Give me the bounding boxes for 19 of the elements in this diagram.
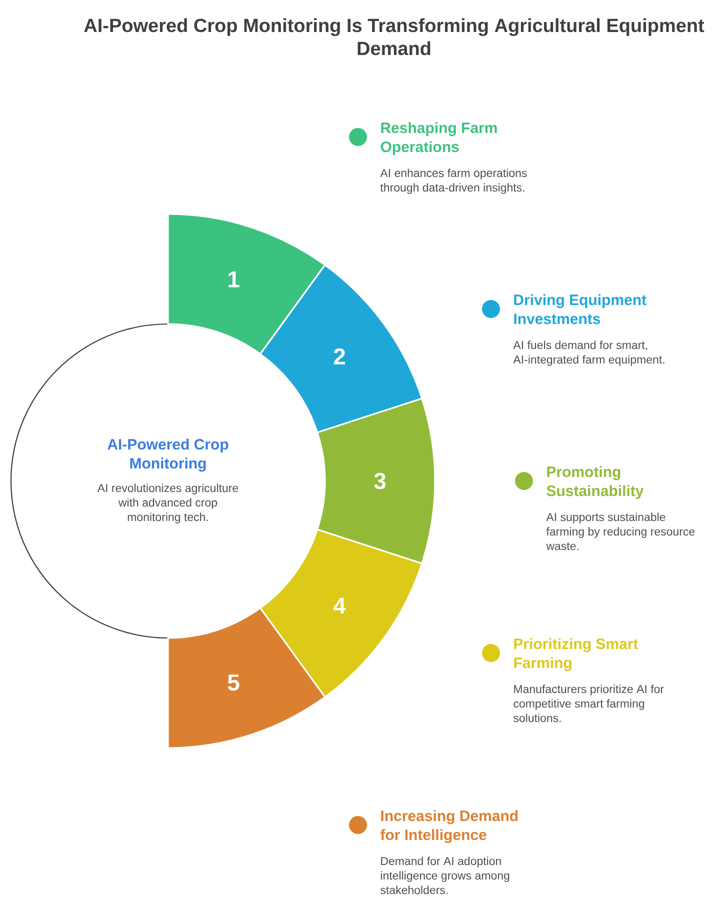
description: AI fuels demand for smart, AI-integrated farm equipment.: [513, 340, 664, 366]
ring-segment: 3: [316, 398, 436, 564]
ring-segment: 4: [259, 528, 423, 698]
heading: Increasing Demand for Intelligence: [380, 810, 518, 844]
description: AI revolutionizes agriculture with advanced crop monitoring tech.: [97, 484, 238, 524]
heading: Promoting Sustainability: [546, 466, 644, 500]
heading: Prioritizing Smart Farming: [514, 638, 638, 672]
description: AI supports sustainable farming by reducing resource waste.: [546, 512, 695, 550]
description: Manufacturers prioritize AI for competitive smart farming solutions.: [514, 684, 664, 722]
ring-segment: 5: [167, 607, 326, 749]
heading: AI-Powered Crop Monitoring: [108, 438, 228, 472]
heading: Driving Equipment Investments: [514, 294, 646, 324]
description: AI enhances farm operations through data-driven insights.: [380, 168, 527, 194]
heading: Reshaping Farm Operations: [380, 122, 497, 156]
ring-segment: 2: [260, 264, 423, 434]
title: AI-Powered Crop Monitoring Is Transforming Agricultural Equipment Demand: [84, 18, 704, 56]
ring-segment: 1: [167, 213, 326, 355]
description: Demand for AI adoption intelligence grows among stakeholders.: [380, 856, 510, 894]
circle: [10, 323, 326, 639]
